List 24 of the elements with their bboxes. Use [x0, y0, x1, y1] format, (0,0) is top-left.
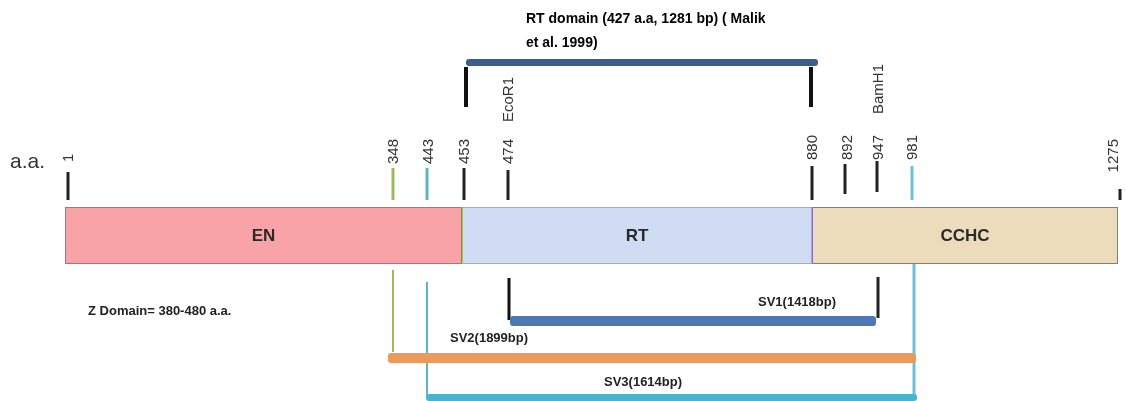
- position-label: 981: [903, 134, 920, 160]
- domain-label: RT: [625, 224, 649, 247]
- position-label: 443: [419, 138, 436, 164]
- splice-variant-label: SV1(1418bp): [758, 293, 838, 311]
- position-label: 1275: [1104, 138, 1121, 172]
- protein-domain-box: [462, 207, 812, 264]
- axis-unit-label: a.a.: [10, 148, 46, 174]
- position-label: 453: [455, 138, 472, 164]
- position-label: 947: [869, 134, 886, 160]
- domain-span-label: RT domain (427 a.a, 1281 bp) ( Malik et al. 1999): [526, 9, 766, 52]
- position-label: 880: [803, 134, 820, 160]
- position-label: EcoR1: [499, 76, 516, 122]
- annotation-note: Z Domain= 380-480 a.a.: [88, 302, 232, 320]
- position-label: 892: [838, 134, 855, 160]
- position-label: 474: [499, 138, 516, 164]
- position-label: 348: [384, 138, 401, 164]
- domain-label: CCHC: [940, 224, 990, 247]
- protein-domain-box: [812, 207, 1118, 264]
- splice-variant-label: SV3(1614bp): [604, 373, 684, 391]
- position-label: 1: [60, 154, 77, 162]
- protein-domain-box: [65, 207, 462, 264]
- domain-label: EN: [251, 224, 276, 247]
- position-label: BamH1: [869, 63, 886, 114]
- splice-variant-label: SV2(1899bp): [450, 329, 530, 347]
